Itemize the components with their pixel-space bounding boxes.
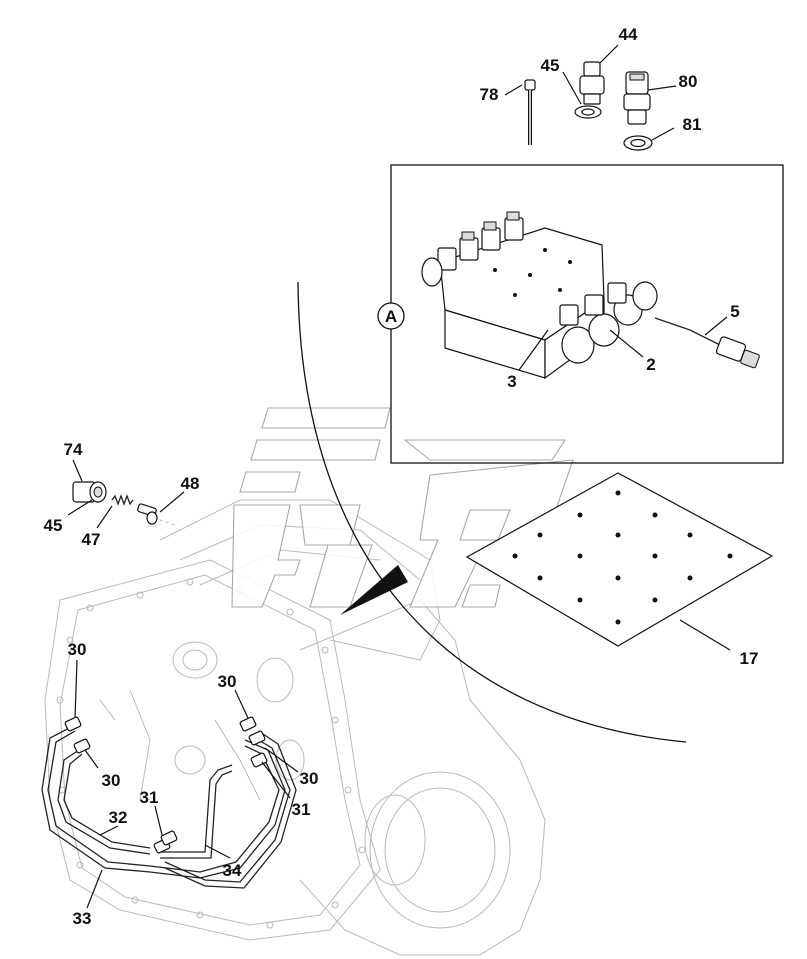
callout-30-b: 30 <box>102 771 121 790</box>
callout-80: 80 <box>679 72 698 91</box>
detail-marker: A <box>377 302 405 330</box>
detail-view-arc <box>297 281 687 743</box>
washer-45-top <box>574 105 602 119</box>
callout-34: 34 <box>223 861 242 880</box>
callout-30-d: 30 <box>300 769 319 788</box>
pin-48 <box>137 503 158 525</box>
callout-45-left: 45 <box>44 516 63 535</box>
callout-44: 44 <box>619 25 638 44</box>
callout-78: 78 <box>480 85 499 104</box>
callout-33: 33 <box>73 909 92 928</box>
callout-74: 74 <box>64 440 83 459</box>
callout-31-b: 31 <box>292 800 311 819</box>
callout-81: 81 <box>683 115 702 134</box>
detail-pointer <box>340 565 408 615</box>
callout-3: 3 <box>507 372 516 391</box>
callout-47: 47 <box>82 530 101 549</box>
spring-47 <box>111 494 134 506</box>
callout-5: 5 <box>730 302 739 321</box>
callout-2: 2 <box>646 355 655 374</box>
control-valve-block <box>421 211 760 380</box>
callout-17: 17 <box>740 649 759 668</box>
callout-31-a: 31 <box>140 788 159 807</box>
bolt-78 <box>524 79 536 145</box>
callout-30-c: 30 <box>218 672 237 691</box>
leader-lines <box>67 44 731 909</box>
detail-marker-label: A <box>385 307 397 326</box>
washer-81 <box>623 135 653 151</box>
sensor-80 <box>623 71 651 125</box>
callout-labels: 44 45 78 80 81 5 2 3 74 48 45 47 17 30 3… <box>44 25 759 928</box>
plug-74 <box>72 481 107 503</box>
pressure-switch-44 <box>579 61 605 105</box>
gasket-plate-17 <box>465 472 774 647</box>
pipe-assembly <box>41 716 297 889</box>
watermark-logo <box>231 407 574 608</box>
callout-32: 32 <box>109 808 128 827</box>
callout-30-a: 30 <box>68 640 87 659</box>
callout-45-top: 45 <box>541 56 560 75</box>
callout-48: 48 <box>181 474 200 493</box>
